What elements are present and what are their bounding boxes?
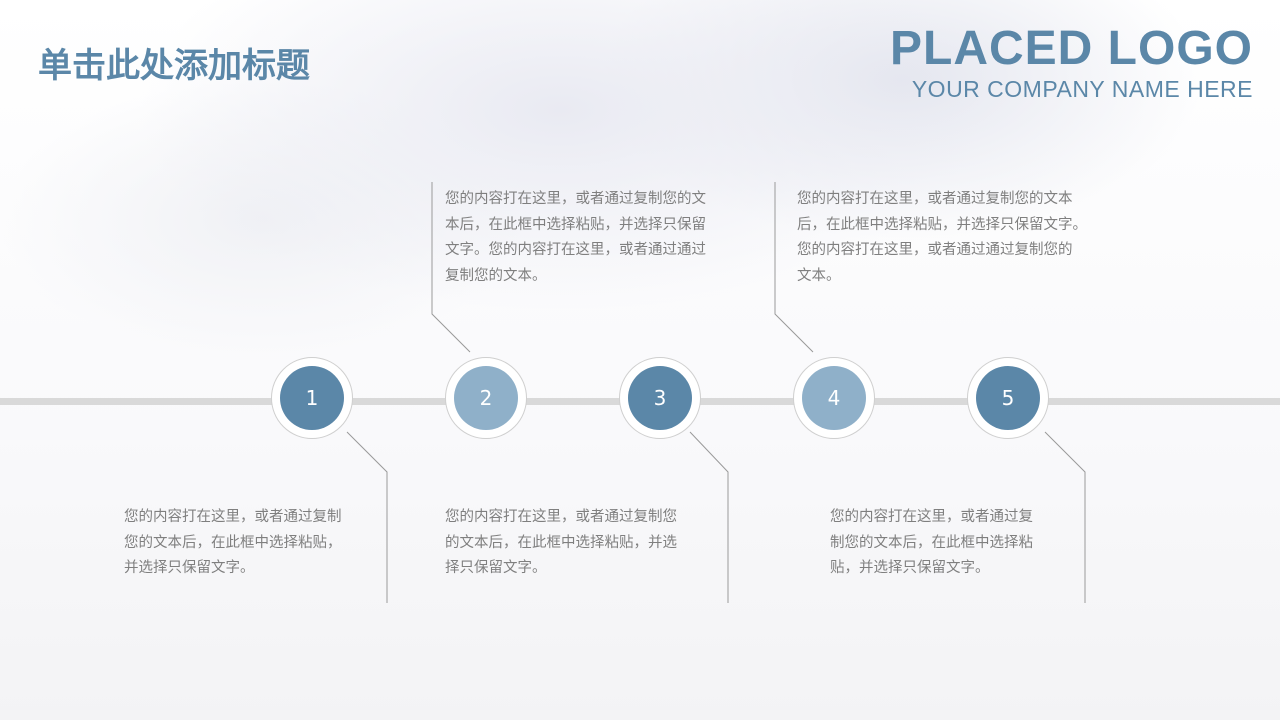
logo: PLACED LOGO YOUR COMPANY NAME HERE [890, 22, 1253, 102]
text-box-2[interactable]: 您的内容打在这里，或者通过复制您的文本后，在此框中选择粘贴，并选择只保留文字。您… [445, 191, 706, 284]
logo-text: PLACED LOGO [889, 22, 1253, 75]
connector-5 [1044, 431, 1086, 603]
text-box-5[interactable]: 您的内容打在这里，或者通过复制您的文本后，在此框中选择粘贴，并选择只保留文字。 [830, 509, 1033, 576]
connector-2 [431, 182, 471, 353]
connector-1 [346, 431, 388, 603]
timeline-node-1: 1 [271, 357, 353, 439]
connector-4 [774, 182, 814, 353]
slide-title[interactable]: 单击此处添加标题 [38, 46, 310, 86]
timeline-node-5: 5 [967, 357, 1049, 439]
connector-3 [689, 431, 729, 603]
company-name: YOUR COMPANY NAME HERE [911, 76, 1253, 102]
text-box-3[interactable]: 您的内容打在这里，或者通过复制您的文本后，在此框中选择粘贴，并选择只保留文字。 [445, 509, 677, 576]
timeline-node-3: 3 [619, 357, 701, 439]
timeline-node-2: 2 [445, 357, 527, 439]
text-box-1[interactable]: 您的内容打在这里，或者通过复制您的文本后，在此框中选择粘贴，并选择只保留文字。 [124, 509, 342, 576]
text-box-4[interactable]: 您的内容打在这里，或者通过复制您的文本后，在此框中选择粘贴，并选择只保留文字。您… [797, 191, 1087, 284]
timeline-node-4: 4 [793, 357, 875, 439]
